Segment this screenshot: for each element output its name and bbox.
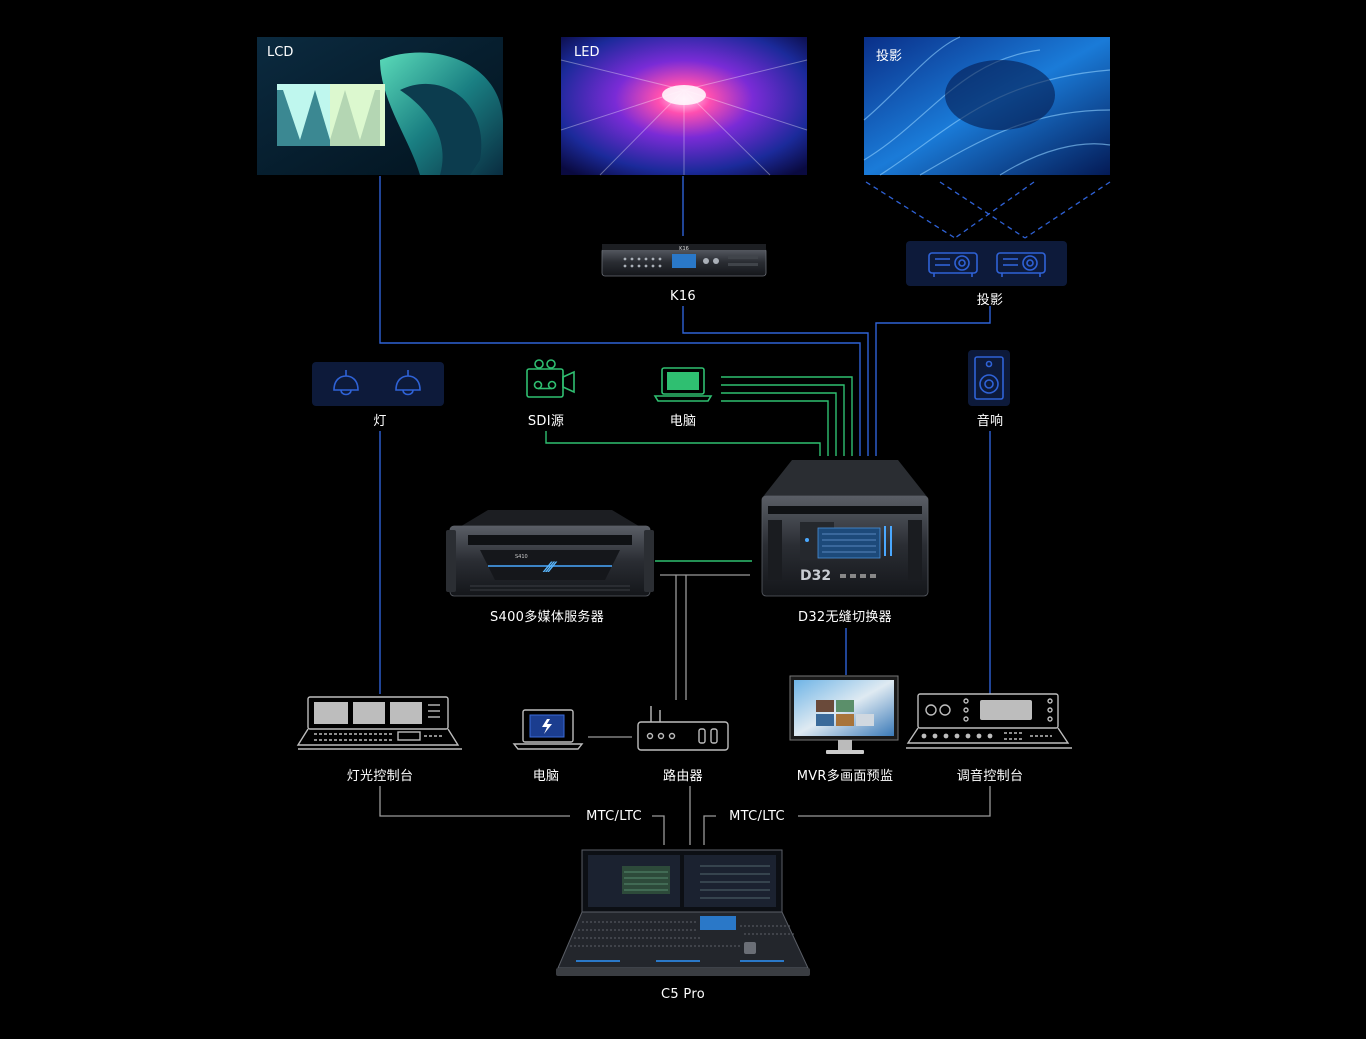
- lighting-console-icon: [296, 696, 462, 750]
- light-icon: [395, 370, 421, 396]
- audio-console-icon: [906, 693, 1072, 749]
- mvr-monitor: [789, 675, 899, 754]
- computer-top-label: 电脑: [669, 414, 697, 429]
- led-label: LED: [574, 45, 600, 60]
- d32-label: D32无缝切换器: [798, 610, 892, 625]
- projector-icon: [928, 252, 978, 277]
- k16-device: K16: [601, 244, 767, 277]
- s400-badge: S410: [515, 554, 528, 560]
- mvr-label: MVR多画面预监: [796, 769, 894, 784]
- green-connections: [545, 376, 853, 562]
- projection-dashes: [865, 181, 1111, 239]
- laptop-icon: [653, 367, 713, 402]
- lcd-screen: [257, 37, 503, 175]
- speaker-panel: [968, 350, 1010, 406]
- mtc-right-label: MTC/LTC: [729, 809, 785, 824]
- computer-bottom-label: 电脑: [532, 769, 560, 784]
- k16-badge: K16: [679, 246, 689, 252]
- gray-connections: [379, 574, 991, 845]
- speaker-label: 音响: [976, 414, 1004, 429]
- d32-device: D32: [761, 460, 929, 597]
- blue-connections: [379, 176, 991, 694]
- c5pro-label: C5 Pro: [661, 987, 705, 1002]
- lights-panel: [312, 362, 444, 406]
- laptop-icon: [512, 709, 584, 750]
- camera-icon: [526, 359, 575, 398]
- router-label: 路由器: [663, 769, 703, 784]
- s400-label: S400多媒体服务器: [489, 610, 605, 625]
- projector-icon: [996, 252, 1046, 277]
- light-icon: [333, 370, 359, 396]
- c5pro-console: [556, 849, 810, 976]
- speaker-icon: [974, 356, 1004, 400]
- lights-label: 灯: [373, 414, 387, 429]
- s400-device: ⁄⁄⁄ S410: [446, 510, 654, 597]
- projector-panel: [906, 241, 1067, 286]
- audio-console-label: 调音控制台: [956, 769, 1024, 784]
- mtc-left-label: MTC/LTC: [586, 809, 642, 824]
- sdi-label: SDI源: [527, 414, 565, 429]
- router-icon: [637, 706, 729, 751]
- lcd-label: LCD: [267, 45, 294, 60]
- projection-screen: [863, 36, 1111, 176]
- k16-label: K16: [670, 289, 696, 304]
- d32-badge: D32: [800, 568, 831, 584]
- projection-screen-label: 投影: [876, 49, 903, 64]
- lighting-console-label: 灯光控制台: [346, 769, 414, 784]
- projector-label: 投影: [976, 293, 1004, 308]
- led-screen: [560, 37, 808, 176]
